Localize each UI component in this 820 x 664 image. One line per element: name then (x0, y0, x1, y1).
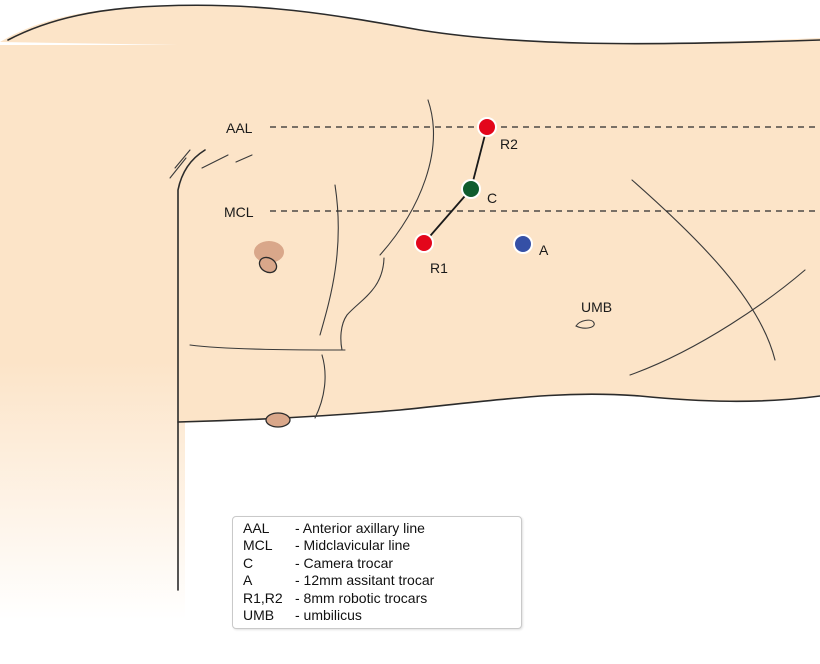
port-r2-label: R2 (500, 136, 518, 152)
port-r1-label: R1 (430, 260, 448, 276)
aal-label: AAL (226, 120, 253, 136)
legend-key: R1,R2 (243, 590, 295, 607)
legend-key: A (243, 572, 295, 589)
legend-key: C (243, 555, 295, 572)
legend-row: AAL - Anterior axillary line (243, 520, 521, 537)
mcl-label: MCL (224, 204, 254, 220)
port-a-label: A (539, 242, 549, 258)
port-r2-marker (478, 118, 496, 136)
port-a-marker (514, 235, 532, 253)
legend-desc: - Anterior axillary line (295, 520, 425, 537)
port-c-marker (462, 180, 480, 198)
legend-key: MCL (243, 537, 295, 554)
legend-key: UMB (243, 607, 295, 624)
legend-row: C - Camera trocar (243, 555, 521, 572)
legend-row: A - 12mm assitant trocar (243, 572, 521, 589)
arm-skin (0, 45, 185, 620)
umbilicus-label: UMB (581, 299, 612, 315)
legend-row: UMB - umbilicus (243, 607, 521, 624)
legend-box: AAL - Anterior axillary line MCL - Midcl… (232, 516, 522, 629)
legend-desc: - 12mm assitant trocar (295, 572, 434, 589)
port-c-label: C (487, 190, 497, 206)
legend-row: R1,R2 - 8mm robotic trocars (243, 590, 521, 607)
lower-nipple (266, 413, 290, 427)
legend-row: MCL - Midclavicular line (243, 537, 521, 554)
legend-desc: - umbilicus (295, 607, 362, 624)
legend-desc: - Midclavicular line (295, 537, 410, 554)
legend-desc: - 8mm robotic trocars (295, 590, 427, 607)
legend-desc: - Camera trocar (295, 555, 393, 572)
port-r1-marker (415, 234, 433, 252)
legend-key: AAL (243, 520, 295, 537)
